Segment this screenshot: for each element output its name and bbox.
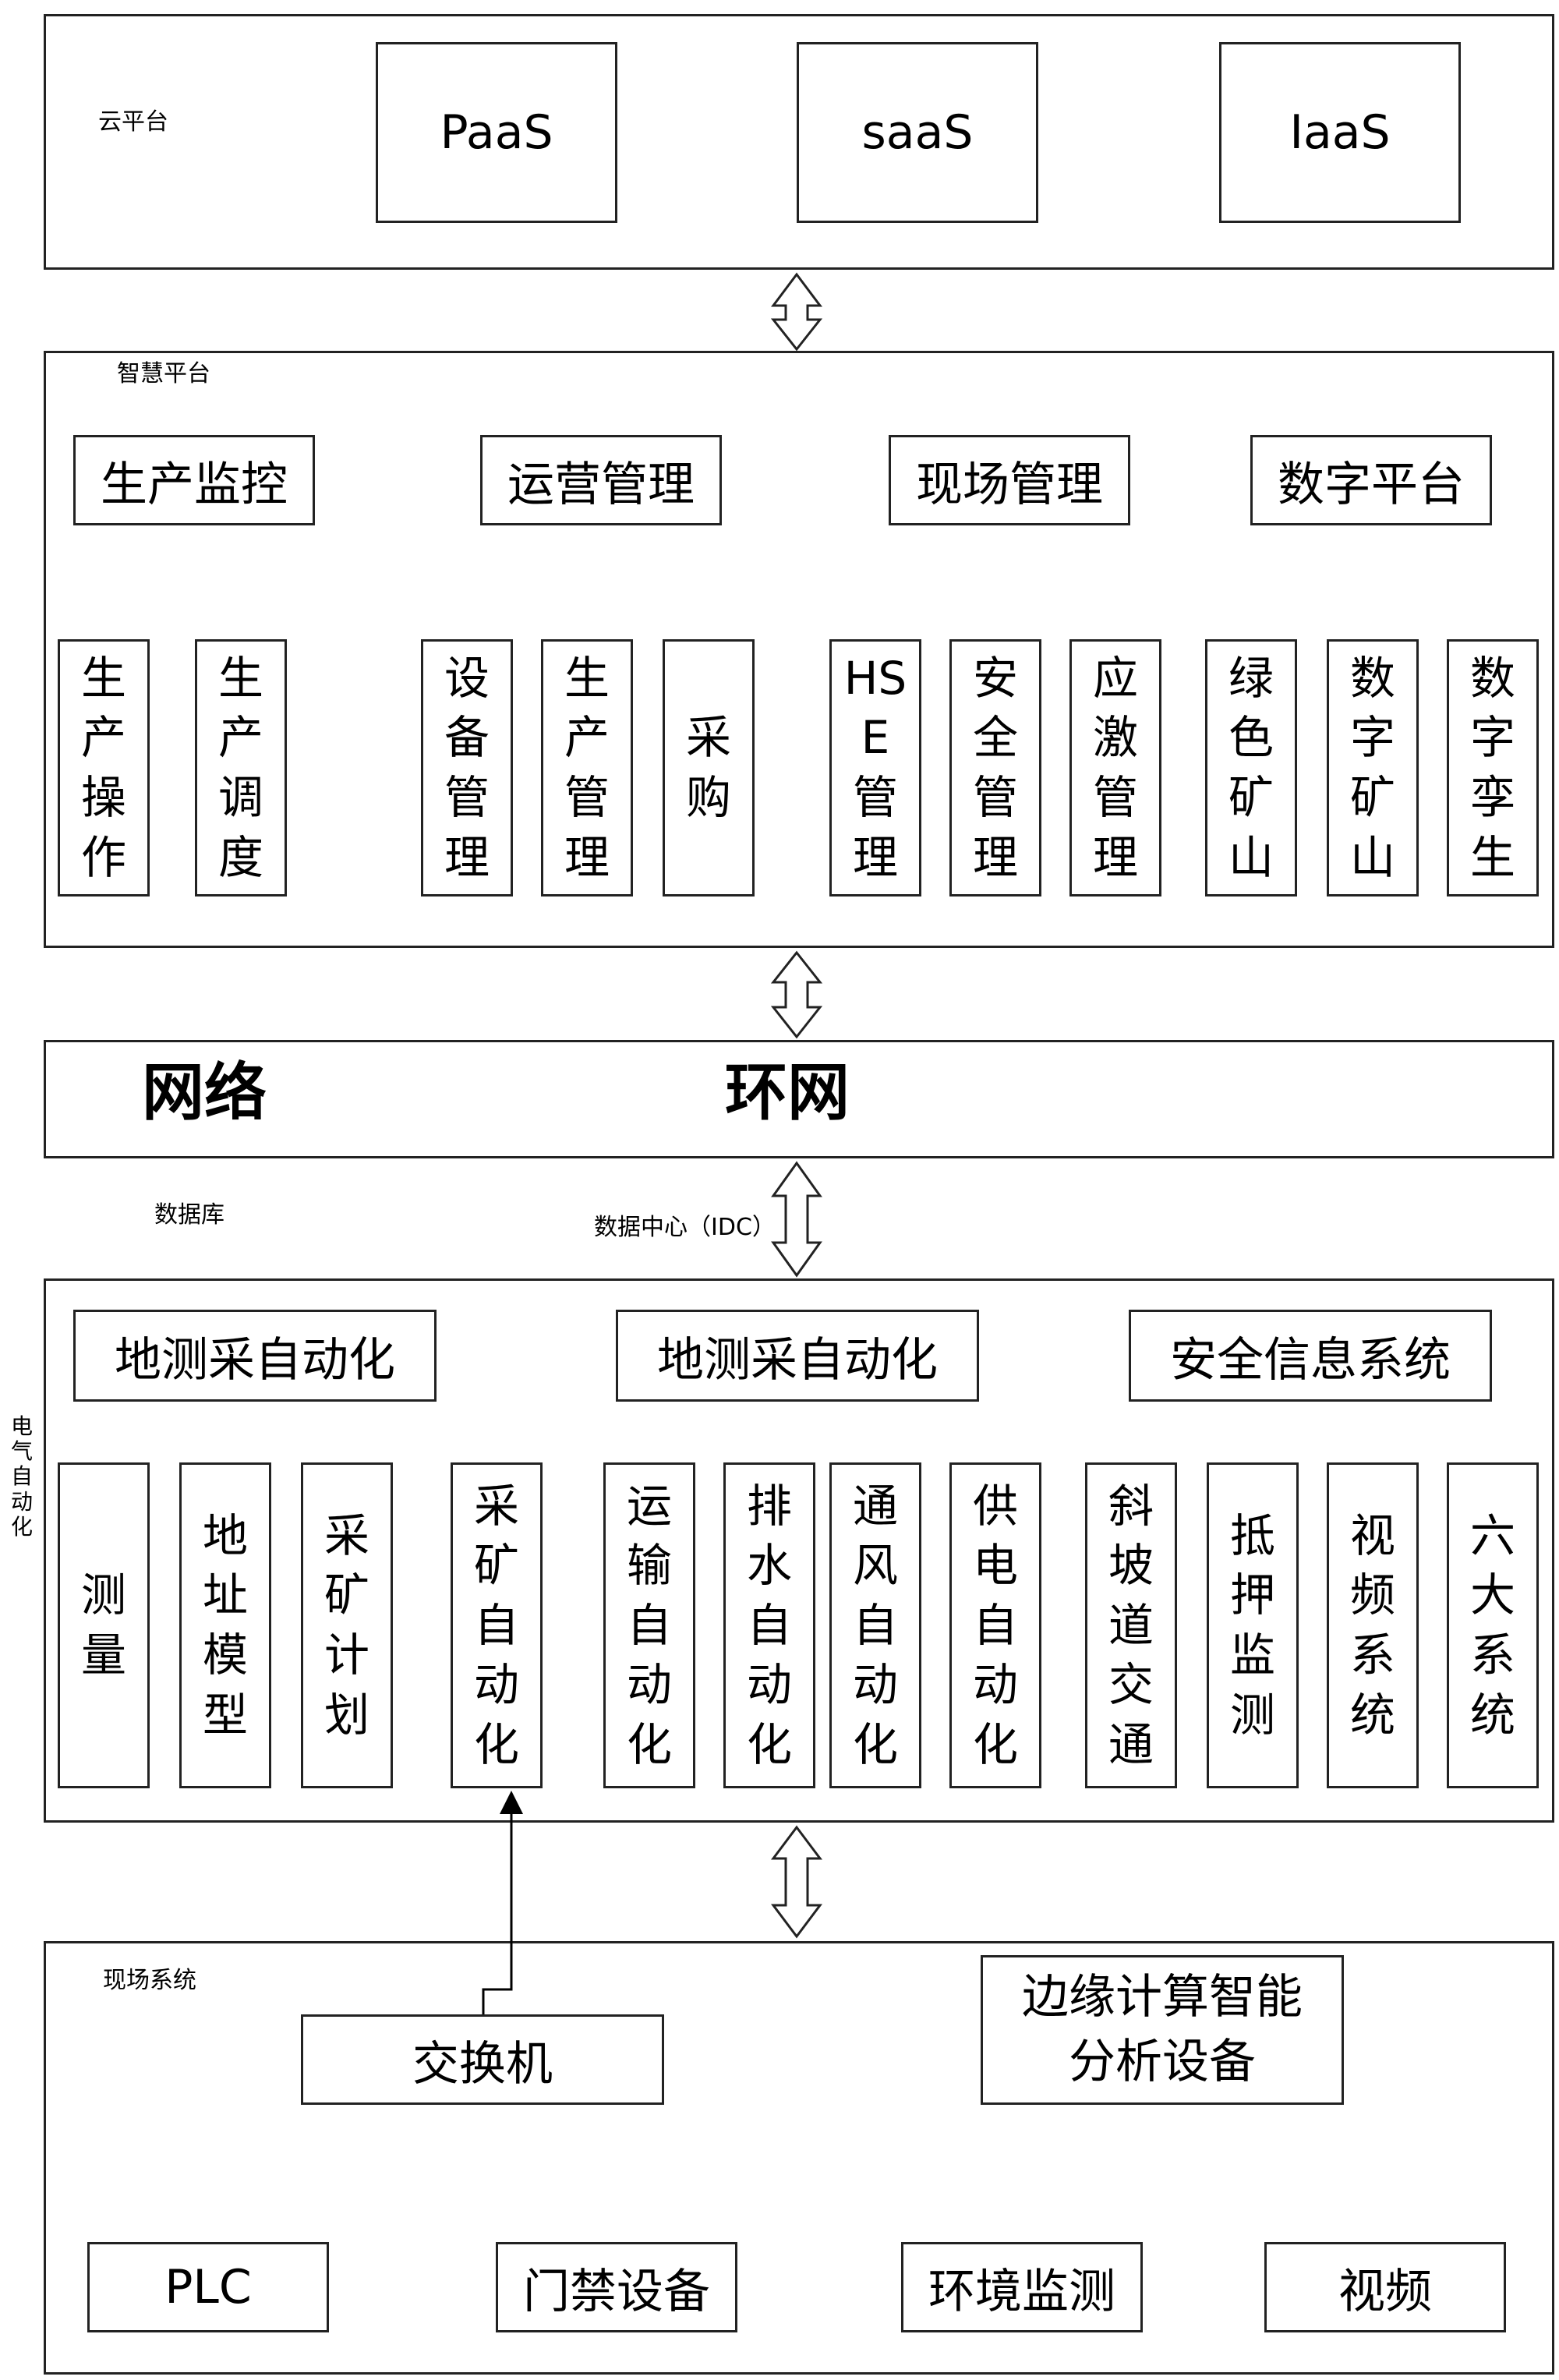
switch-to-mining-automation-arrow bbox=[482, 1791, 523, 2014]
paas-box: PaaS bbox=[376, 42, 617, 223]
smart-module-box-4: 生产管理 bbox=[541, 639, 633, 896]
smart-module-box-label: 数字矿山 bbox=[1349, 651, 1395, 884]
safety-information-system-box: 安全信息系统 bbox=[1129, 1310, 1492, 1402]
network-label: 网络 bbox=[142, 1056, 267, 1129]
smart-network-double-arrow bbox=[770, 950, 823, 1039]
automation-module-box-label: 测量 bbox=[80, 1568, 126, 1682]
video-device-box: 视频 bbox=[1264, 2242, 1506, 2332]
automation-module-box-label: 采矿自动化 bbox=[473, 1479, 519, 1771]
smart-module-box-7: 安全管理 bbox=[949, 639, 1041, 896]
smart-module-box-label: 生产操作 bbox=[80, 651, 126, 884]
cloud-platform-caption: 云平台 bbox=[98, 108, 168, 136]
network-section bbox=[44, 1040, 1554, 1158]
smart-module-box-10: 数字矿山 bbox=[1327, 639, 1419, 896]
automation-section bbox=[44, 1278, 1554, 1823]
automation-module-box-label: 斜坡道交通 bbox=[1108, 1479, 1154, 1771]
smart-module-box-2: 生产调度 bbox=[195, 639, 287, 896]
automation-module-box-label: 地址模型 bbox=[202, 1508, 248, 1742]
production-monitoring-box: 生产监控 bbox=[73, 435, 315, 525]
survey-mining-automation-box-1: 地测采自动化 bbox=[73, 1310, 437, 1402]
smart-module-box-3: 设备管理 bbox=[421, 639, 513, 896]
automation-module-box-label: 供电自动化 bbox=[972, 1479, 1018, 1771]
automation-module-box-label: 通风自动化 bbox=[852, 1479, 898, 1771]
smart-module-box-1: 生产操作 bbox=[58, 639, 150, 896]
smart-module-box-label: 采购 bbox=[685, 711, 731, 824]
automation-module-box-label: 六大系统 bbox=[1469, 1508, 1515, 1742]
saas-box: saaS bbox=[797, 42, 1038, 223]
automation-module-box-9: 斜坡道交通 bbox=[1085, 1462, 1177, 1788]
automation-module-box-7: 通风自动化 bbox=[829, 1462, 921, 1788]
digital-platform-box: 数字平台 bbox=[1250, 435, 1492, 525]
edge-computing-device-box: 边缘计算智能 分析设备 bbox=[981, 1955, 1344, 2105]
cloud-smart-double-arrow bbox=[770, 272, 823, 352]
smart-module-box-label: 设备管理 bbox=[444, 651, 490, 884]
smart-module-box-label: 生产管理 bbox=[564, 651, 610, 884]
database-label: 数据库 bbox=[154, 1201, 224, 1229]
smart-module-box-8: 应激管理 bbox=[1069, 639, 1161, 896]
ring-network-label: 环网 bbox=[725, 1056, 850, 1129]
automation-module-box-label: 排水自动化 bbox=[746, 1479, 792, 1771]
smart-platform-section bbox=[44, 351, 1554, 948]
smart-platform-caption: 智慧平台 bbox=[117, 360, 210, 387]
automation-module-box-2: 地址模型 bbox=[179, 1462, 271, 1788]
automation-module-box-11: 视频系统 bbox=[1327, 1462, 1419, 1788]
automation-module-box-12: 六大系统 bbox=[1447, 1462, 1539, 1788]
automation-module-box-6: 排水自动化 bbox=[723, 1462, 815, 1788]
automation-module-box-8: 供电自动化 bbox=[949, 1462, 1041, 1788]
automation-module-box-10: 抵押监测 bbox=[1207, 1462, 1299, 1788]
cloud-platform-section bbox=[44, 14, 1554, 270]
smart-module-box-label: 生产调度 bbox=[217, 651, 263, 884]
plc-box: PLC bbox=[87, 2242, 329, 2332]
operations-management-box: 运营管理 bbox=[480, 435, 722, 525]
electric-automation-label: 电气自动化 bbox=[11, 1413, 34, 1540]
field-system-caption: 现场系统 bbox=[103, 1967, 196, 1994]
edge-computing-line-2: 分析设备 bbox=[1069, 2035, 1256, 2089]
automation-module-box-label: 采矿计划 bbox=[323, 1508, 369, 1742]
automation-module-box-5: 运输自动化 bbox=[603, 1462, 695, 1788]
environment-monitoring-box: 环境监测 bbox=[901, 2242, 1143, 2332]
network-automation-double-arrow bbox=[771, 1161, 822, 1278]
automation-module-box-4: 采矿自动化 bbox=[451, 1462, 543, 1788]
smart-module-box-label: 安全管理 bbox=[972, 651, 1018, 884]
automation-module-box-1: 测量 bbox=[58, 1462, 150, 1788]
smart-module-box-label: 数字孪生 bbox=[1469, 651, 1515, 884]
automation-module-box-label: 运输自动化 bbox=[626, 1479, 672, 1771]
smart-module-box-11: 数字孪生 bbox=[1447, 639, 1539, 896]
access-control-box: 门禁设备 bbox=[496, 2242, 737, 2332]
automation-module-box-label: 抵押监测 bbox=[1229, 1508, 1275, 1742]
smart-module-box-label: 绿色矿山 bbox=[1228, 651, 1274, 884]
edge-computing-line-1: 边缘计算智能 bbox=[1022, 1970, 1303, 2025]
automation-field-double-arrow bbox=[771, 1825, 822, 1939]
iaas-box: IaaS bbox=[1219, 42, 1461, 223]
smart-module-box-5: 采购 bbox=[663, 639, 755, 896]
site-management-box: 现场管理 bbox=[889, 435, 1130, 525]
automation-module-box-label: 视频系统 bbox=[1349, 1508, 1395, 1742]
field-system-section bbox=[44, 1941, 1554, 2375]
survey-mining-automation-box-2: 地测采自动化 bbox=[616, 1310, 979, 1402]
smart-module-box-label: 应激管理 bbox=[1092, 651, 1138, 884]
idc-label: 数据中心（IDC） bbox=[594, 1214, 776, 1241]
smart-module-box-9: 绿色矿山 bbox=[1205, 639, 1297, 896]
network-switch-box: 交换机 bbox=[301, 2014, 664, 2105]
automation-module-box-3: 采矿计划 bbox=[301, 1462, 393, 1788]
